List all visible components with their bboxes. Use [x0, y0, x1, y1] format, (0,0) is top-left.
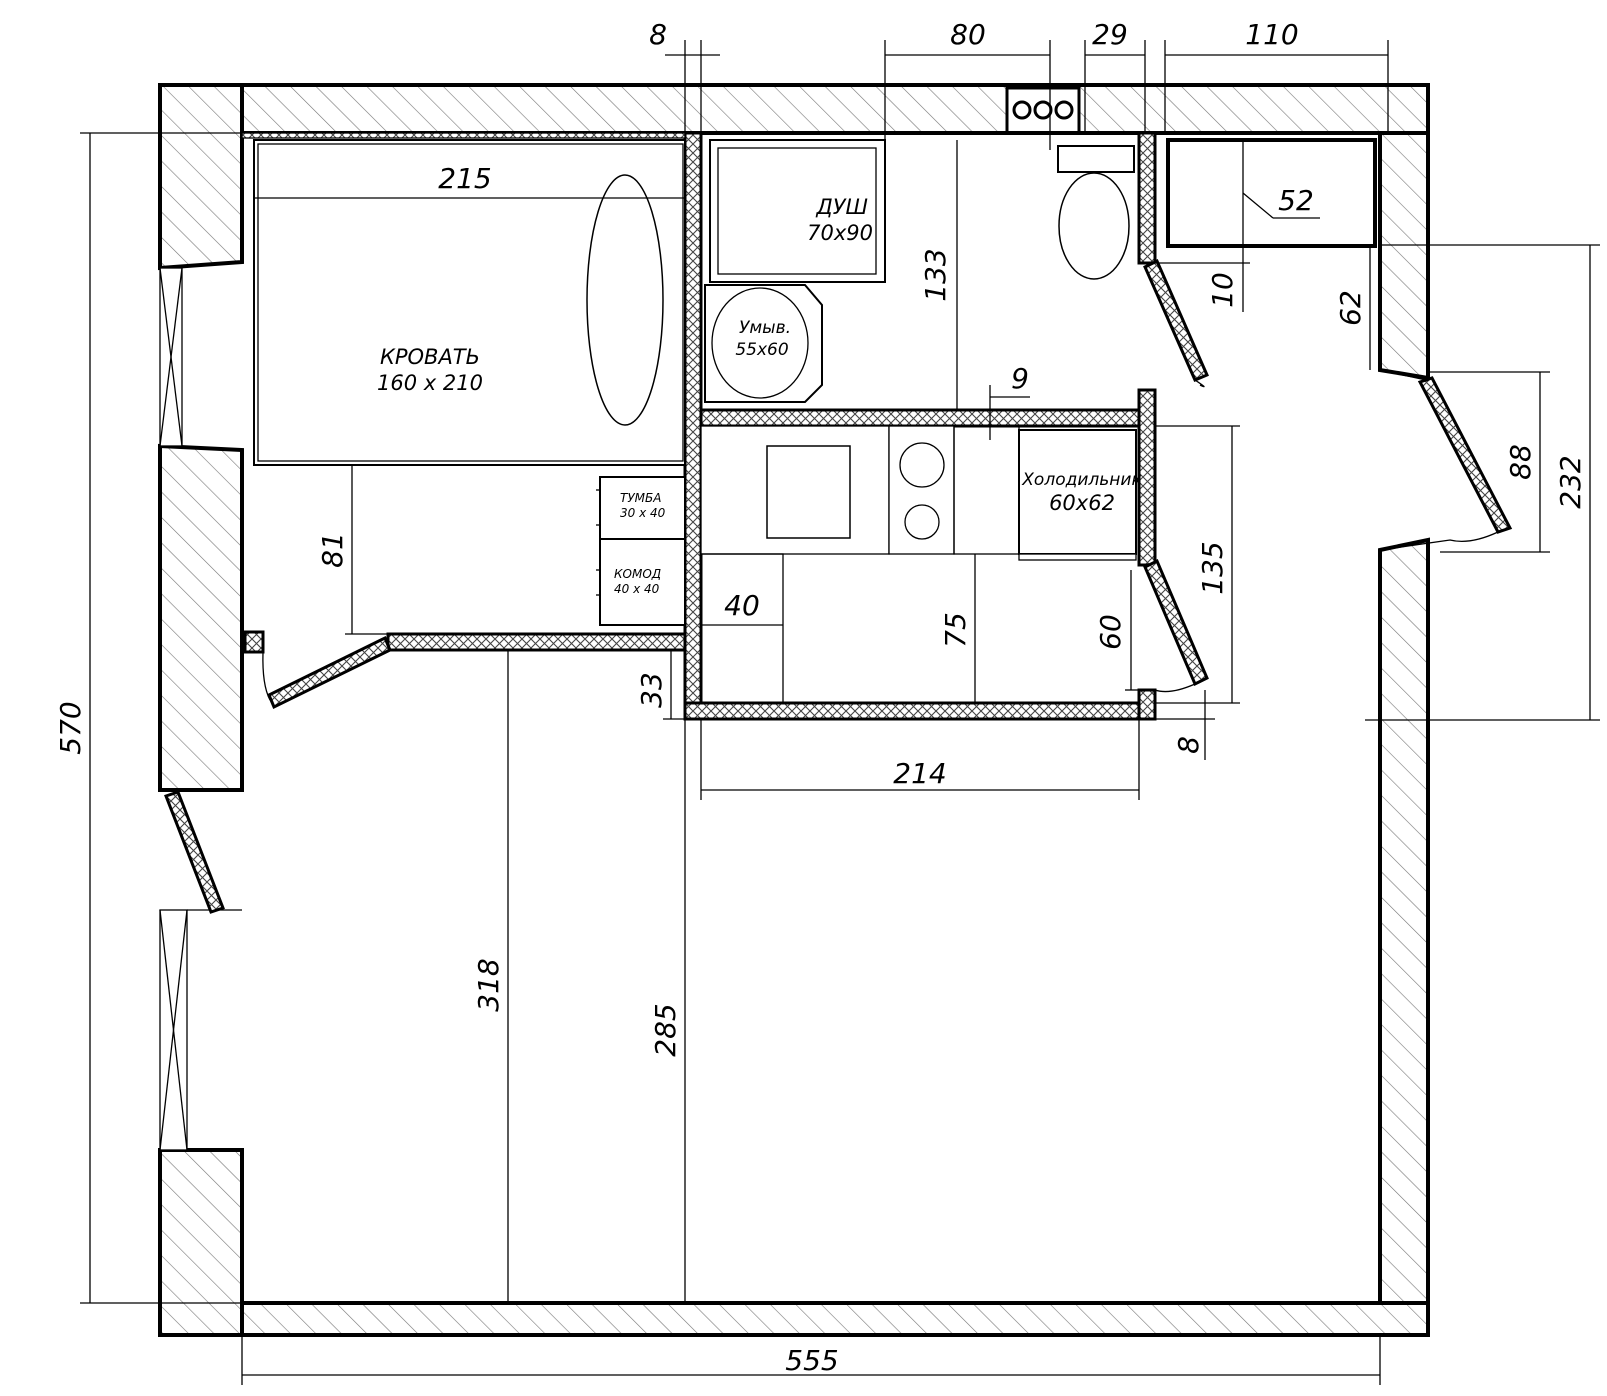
partition-bath-kitchen [699, 408, 1141, 428]
dimension-lines [80, 40, 1600, 1385]
shower-size: 70x90 [807, 221, 873, 245]
ventilation-shaft [1005, 86, 1081, 135]
partition-kitchen-bottom [683, 701, 1157, 721]
partition-vertical [683, 131, 703, 721]
stove [888, 425, 1020, 555]
bed-name: КРОВАТЬ [380, 345, 480, 369]
left-wall-mid [158, 443, 244, 792]
dim-40: 40 [724, 589, 760, 622]
bottom-wall [158, 1301, 1430, 1337]
door-bedroom [267, 635, 392, 710]
dim-133: 133 [919, 248, 952, 301]
left-wall-top [158, 83, 244, 271]
dim-214: 214 [893, 757, 946, 790]
fridge-name: Холодильник [1021, 470, 1142, 490]
dim-80: 80 [950, 18, 986, 51]
window-lower [159, 909, 242, 1151]
dim-33: 33 [635, 672, 668, 708]
sink: Умыв. 55x60 [704, 284, 823, 403]
dim-60: 60 [1094, 614, 1127, 650]
door-bathroom [1143, 258, 1209, 382]
door-kitchen [1143, 558, 1209, 687]
dim-215: 215 [438, 162, 491, 195]
door-entrance [1417, 376, 1513, 534]
sink-name: Умыв. [739, 318, 791, 338]
inner-outline [240, 450, 1382, 1305]
dim-88: 88 [1504, 444, 1537, 480]
dim-135: 135 [1196, 541, 1229, 594]
fridge: Холодильник 60x62 [1018, 429, 1142, 561]
dim-232: 232 [1554, 455, 1587, 508]
dim-9: 9 [1011, 362, 1029, 395]
dim-285: 285 [649, 1003, 682, 1056]
dim-62: 62 [1334, 290, 1367, 326]
partition-bedroom-bottom [386, 632, 687, 652]
dim-110: 110 [1245, 18, 1298, 51]
top-wall [158, 83, 1430, 135]
fridge-size: 60x62 [1049, 491, 1115, 515]
exterior-walls [158, 83, 1430, 1337]
dim-318: 318 [472, 958, 505, 1011]
dim-29: 29 [1092, 18, 1128, 51]
dim-8-bottom: 8 [1172, 736, 1205, 754]
dim-555: 555 [785, 1344, 838, 1377]
nightstand-name: ТУМБА [620, 491, 661, 505]
dim-81: 81 [316, 532, 349, 568]
right-wall-lower [1378, 537, 1430, 1327]
window-upper [159, 267, 183, 447]
dresser-name: КОМОД [614, 567, 661, 581]
left-wall-bottom [158, 1148, 244, 1337]
bed: КРОВАТЬ 160 x 210 [253, 139, 686, 466]
dim-52: 52 [1278, 184, 1314, 217]
dresser: КОМОД 40 x 40 [596, 538, 686, 626]
dimension-labels: 8 80 29 110 215 133 9 52 10 62 88 232 81… [54, 18, 1587, 1377]
partition-bath-right [1137, 131, 1157, 265]
toilet [1057, 145, 1135, 280]
door-balcony [164, 790, 225, 914]
dim-10: 10 [1206, 272, 1239, 308]
kitchen-sink [700, 425, 890, 555]
dim-8-top: 8 [649, 18, 667, 51]
dim-570: 570 [54, 701, 87, 754]
wardrobe [1166, 138, 1377, 248]
nightstand-size: 30 x 40 [620, 506, 666, 520]
shower: ДУШ 70x90 [709, 139, 886, 283]
sink-size: 55x60 [735, 340, 788, 360]
nightstand: ТУМБА 30 x 40 [596, 476, 686, 540]
right-wall-upper [1378, 131, 1430, 381]
shower-name: ДУШ [815, 195, 868, 219]
partitions [241, 131, 1157, 721]
doors [164, 258, 1513, 914]
dresser-size: 40 x 40 [614, 582, 660, 596]
bed-size: 160 x 210 [377, 371, 483, 395]
dim-75: 75 [939, 612, 972, 648]
